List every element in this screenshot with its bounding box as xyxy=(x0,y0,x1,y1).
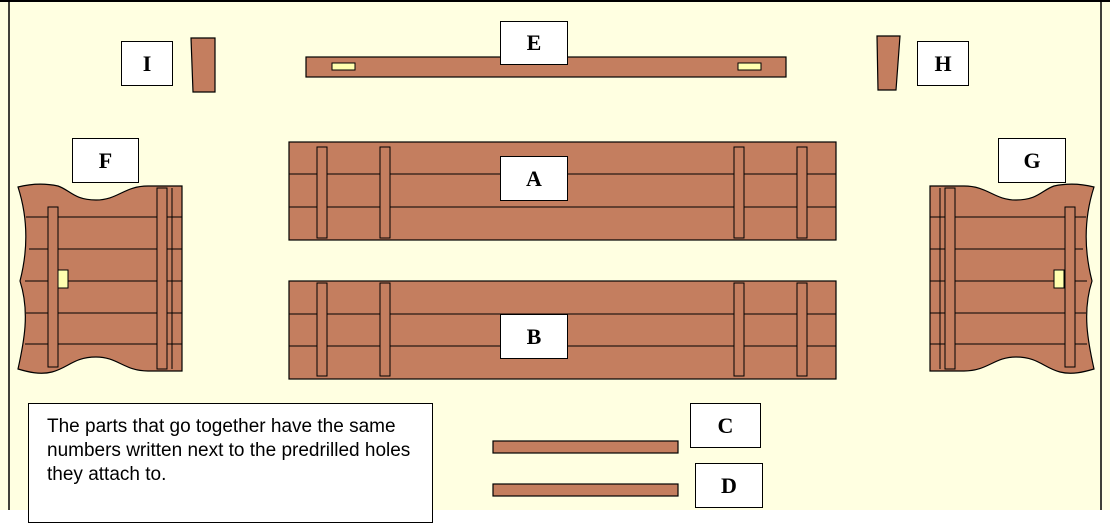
part-g-leg-right xyxy=(944,187,956,370)
label-part-e: E xyxy=(500,21,568,65)
part-f-leg-left xyxy=(47,206,59,368)
part-a-cleat-4 xyxy=(796,146,808,239)
part-f-end-panel xyxy=(17,183,183,374)
part-h-block xyxy=(876,35,901,91)
part-b-cleat-1 xyxy=(316,282,328,377)
part-e-slot-left xyxy=(331,62,356,71)
part-d-strip xyxy=(492,483,679,497)
label-part-a: A xyxy=(500,156,568,201)
part-f-mortise xyxy=(57,269,69,289)
part-b-cleat-2 xyxy=(379,282,391,377)
label-part-g: G xyxy=(998,138,1066,183)
part-a-cleat-2 xyxy=(379,146,391,239)
part-i-block xyxy=(190,37,216,93)
part-a-cleat-3 xyxy=(733,146,745,239)
part-b-cleat-4 xyxy=(796,282,808,377)
part-a-cleat-1 xyxy=(316,146,328,239)
label-part-i: I xyxy=(121,41,173,86)
part-b-cleat-3 xyxy=(733,282,745,377)
label-part-d: D xyxy=(695,463,763,508)
part-f-leg-right xyxy=(156,187,168,370)
part-g-mortise xyxy=(1053,269,1065,289)
part-g-leg-left xyxy=(1064,206,1076,368)
instruction-note-text: The parts that go together have the same… xyxy=(47,416,411,485)
part-e-slot-right xyxy=(737,62,762,71)
label-part-f: F xyxy=(72,138,139,183)
label-part-c: C xyxy=(690,403,761,448)
part-c-strip xyxy=(492,440,679,454)
part-g-end-panel xyxy=(929,183,1095,374)
label-part-b: B xyxy=(500,314,568,359)
instruction-note: The parts that go together have the same… xyxy=(28,403,433,523)
label-part-h: H xyxy=(917,41,969,86)
